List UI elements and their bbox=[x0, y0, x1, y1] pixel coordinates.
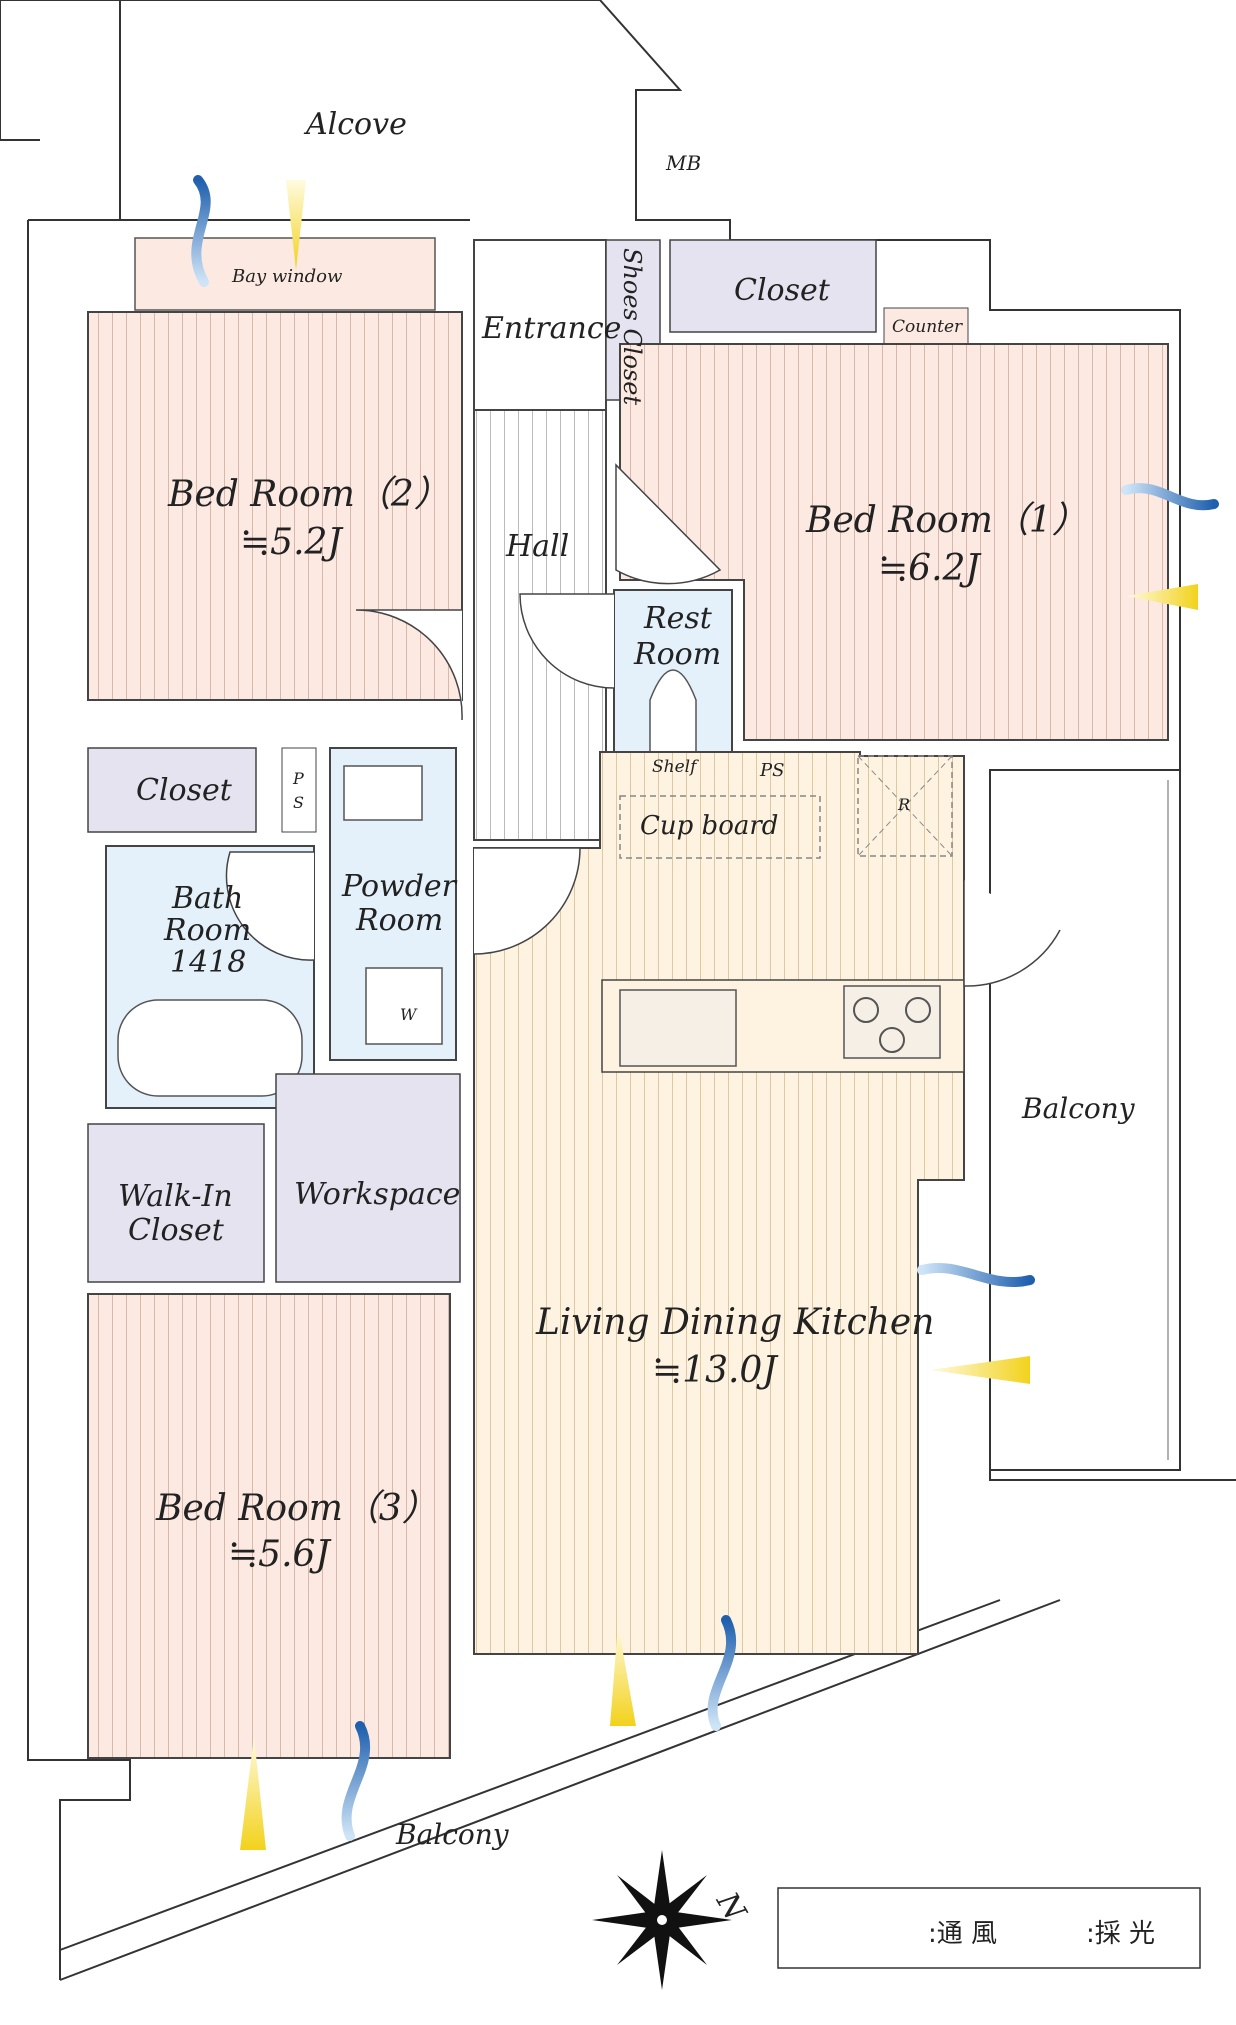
balcony-right-label: Balcony bbox=[1021, 1092, 1136, 1125]
powder-room-label-2: Room bbox=[355, 903, 443, 938]
compass-icon bbox=[592, 1850, 732, 1990]
cupboard bbox=[619, 795, 821, 859]
powder-room-label-1: Powder bbox=[341, 869, 458, 904]
legend-wind-label: :通 風 bbox=[928, 1919, 997, 1949]
bed-room-2 bbox=[87, 311, 463, 701]
legend-box bbox=[777, 1887, 1201, 1969]
bed-room-2-name: Bed Room（2） bbox=[167, 474, 450, 515]
washer-label: W bbox=[400, 1005, 418, 1024]
closet-left bbox=[87, 747, 257, 833]
bed-room-1-name: Bed Room（1） bbox=[805, 500, 1088, 541]
door-bed2 bbox=[355, 609, 463, 721]
counter-label: Counter bbox=[892, 317, 963, 337]
bed-room-2-area: ≒5.2J bbox=[240, 522, 344, 563]
legend-light-label: :採 光 bbox=[1086, 1919, 1155, 1949]
bed-room-3 bbox=[87, 1293, 451, 1759]
balcony-bottom-label: Balcony bbox=[395, 1818, 510, 1851]
entrance-label: Entrance bbox=[481, 311, 621, 346]
ps-label-2b: S bbox=[293, 793, 304, 812]
ldk bbox=[473, 751, 965, 1655]
walk-in-closet-label-1: Walk-In bbox=[118, 1179, 233, 1214]
walk-in-closet-label-2: Closet bbox=[128, 1213, 225, 1248]
counter bbox=[883, 307, 969, 345]
bath-room-label-2: Room bbox=[163, 913, 251, 948]
stove-icon bbox=[843, 985, 941, 1059]
alcove-label: Alcove bbox=[303, 107, 407, 142]
bath-room-label-1: Bath bbox=[171, 881, 243, 916]
workspace bbox=[275, 1073, 461, 1283]
bed-room-3-name: Bed Room（3） bbox=[155, 1488, 438, 1529]
ps-label-1: PS bbox=[759, 760, 784, 781]
light-icon bbox=[610, 1624, 636, 1726]
door-bath bbox=[225, 851, 315, 961]
wind-icon bbox=[1121, 483, 1219, 511]
burner-icon bbox=[879, 1027, 905, 1053]
closet-left-label: Closet bbox=[136, 773, 233, 808]
ps-label-2a: P bbox=[292, 769, 304, 788]
rest-room-label-1: Rest bbox=[643, 601, 713, 636]
bed-room-1 bbox=[619, 343, 1169, 741]
fridge-label: R bbox=[897, 795, 910, 814]
kitchen-sink-icon bbox=[619, 989, 737, 1067]
bay-window-label: Bay window bbox=[231, 266, 343, 287]
bathtub-icon bbox=[117, 999, 303, 1097]
shoes-closet-label: Shoes Closet bbox=[618, 248, 646, 406]
wind-icon bbox=[191, 175, 211, 287]
fridge-area bbox=[857, 755, 953, 857]
bay-window bbox=[134, 237, 436, 311]
wind-icon bbox=[707, 1615, 737, 1731]
ps-box-2 bbox=[281, 747, 317, 833]
closet-top bbox=[669, 239, 877, 333]
sink-icon bbox=[343, 765, 423, 821]
door-ldk bbox=[473, 847, 581, 955]
light-icon bbox=[240, 1736, 266, 1850]
light-icon bbox=[1126, 584, 1198, 610]
burner-icon bbox=[905, 997, 931, 1023]
light-icon bbox=[930, 1356, 1030, 1384]
closet-top-label: Closet bbox=[734, 273, 831, 308]
hall-label: Hall bbox=[505, 529, 569, 564]
bed-room-1-area: ≒6.2J bbox=[878, 548, 982, 589]
walk-in-closet bbox=[87, 1123, 265, 1283]
rest-room-label-2: Room bbox=[633, 637, 721, 672]
ldk-name: Living Dining Kitchen bbox=[535, 1302, 934, 1343]
bed-room-3-area: ≒5.6J bbox=[228, 1534, 332, 1575]
cupboard-label: Cup board bbox=[640, 811, 778, 841]
light-icon bbox=[286, 180, 306, 270]
door-balcony bbox=[963, 880, 1061, 987]
mb-label: MB bbox=[665, 151, 701, 175]
ldk-area: ≒13.0J bbox=[652, 1350, 779, 1391]
shelf-label: Shelf bbox=[652, 757, 699, 777]
bath-room-label-3: 1418 bbox=[170, 945, 246, 980]
door-bed1 bbox=[615, 463, 722, 585]
door-rest bbox=[519, 593, 615, 689]
washer-icon bbox=[365, 967, 443, 1045]
burner-icon bbox=[853, 997, 879, 1023]
toilet-icon bbox=[649, 669, 697, 771]
wind-icon bbox=[917, 1262, 1035, 1288]
wind-icon bbox=[341, 1721, 371, 1841]
workspace-label: Workspace bbox=[294, 1177, 460, 1212]
